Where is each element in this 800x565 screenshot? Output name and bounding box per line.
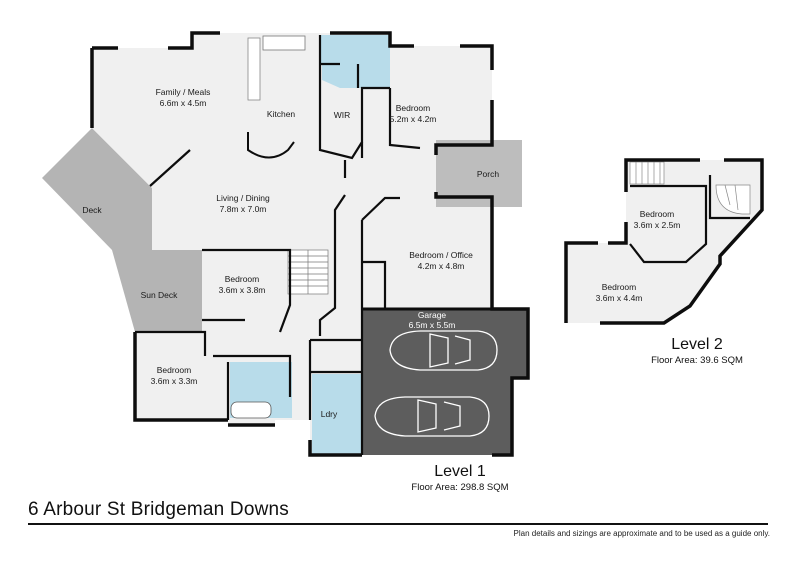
- room-name-sundeck: Sun Deck: [141, 290, 179, 300]
- car-icon: [389, 330, 498, 371]
- kitchen-counter-curve: [247, 132, 295, 159]
- room-name-l2-bed-large: Bedroom: [602, 282, 637, 292]
- room-size-bed3: 3.6m x 3.8m: [219, 285, 266, 295]
- property-address: 6 Arbour St Bridgeman Downs: [28, 499, 289, 520]
- room-size-l2-bed-small: 3.6m x 2.5m: [634, 220, 681, 230]
- disclaimer-text: Plan details and sizings are approximate…: [513, 529, 770, 538]
- level-2-internal-walls: [629, 175, 750, 264]
- room-size-living: 7.8m x 7.0m: [220, 204, 267, 214]
- ensuite-area: [320, 35, 390, 88]
- room-name-kitchen: Kitchen: [267, 109, 296, 119]
- room-name-laundry: Ldry: [321, 409, 338, 419]
- footer-divider: [28, 523, 768, 525]
- room-size-family: 6.6m x 4.5m: [160, 98, 207, 108]
- room-labels: Family / Meals 6.6m x 4.5m Kitchen WIR B…: [82, 87, 680, 419]
- room-name-bed3: Bedroom: [225, 274, 260, 284]
- room-name-garage: Garage: [418, 310, 447, 320]
- room-size-l2-bed-large: 3.6m x 4.4m: [596, 293, 643, 303]
- level-1-title: Level 1: [434, 463, 486, 480]
- level-2-walls: [564, 158, 764, 325]
- deck-area: [42, 128, 152, 250]
- level-2-floor: [566, 160, 762, 323]
- level-captions: Level 1 Floor Area: 298.8 SQM Level 2 Fl…: [411, 336, 743, 493]
- laundry-area: [312, 374, 362, 454]
- room-size-garage: 6.5m x 5.5m: [409, 320, 456, 330]
- powder-room-area: [322, 64, 358, 88]
- room-name-master: Bedroom: [396, 103, 431, 113]
- room-name-l2-bed-small: Bedroom: [640, 209, 675, 219]
- level-1-plan: [42, 31, 530, 457]
- car-icon: [374, 396, 490, 437]
- level-1-walls: [90, 31, 530, 457]
- kitchen-bench: [262, 35, 306, 51]
- sun-deck-area: [112, 250, 202, 332]
- level-2-plan: [564, 158, 764, 325]
- kitchen-island: [247, 37, 261, 101]
- room-size-master: 5.2m x 4.2m: [390, 114, 437, 124]
- room-name-wir: WIR: [334, 110, 351, 120]
- level-1-internal-walls: [135, 35, 421, 455]
- room-name-family: Family / Meals: [156, 87, 211, 97]
- room-name-porch: Porch: [477, 169, 499, 179]
- level-2-stairs: [629, 161, 751, 215]
- room-name-bed4: Bedroom: [157, 365, 192, 375]
- room-size-office: 4.2m x 4.8m: [418, 261, 465, 271]
- level-2-area: Floor Area: 39.6 SQM: [651, 355, 743, 366]
- room-name-deck: Deck: [82, 205, 102, 215]
- level-1-area: Floor Area: 298.8 SQM: [411, 482, 508, 493]
- garage-area: [362, 309, 528, 455]
- room-size-bed4: 3.6m x 3.3m: [151, 376, 198, 386]
- bathtub: [230, 401, 272, 419]
- level-1-stairs: [287, 249, 329, 295]
- level-1-floor: [92, 33, 492, 455]
- room-name-office: Bedroom / Office: [409, 250, 473, 260]
- room-name-living: Living / Dining: [216, 193, 270, 203]
- level-2-title: Level 2: [671, 336, 723, 353]
